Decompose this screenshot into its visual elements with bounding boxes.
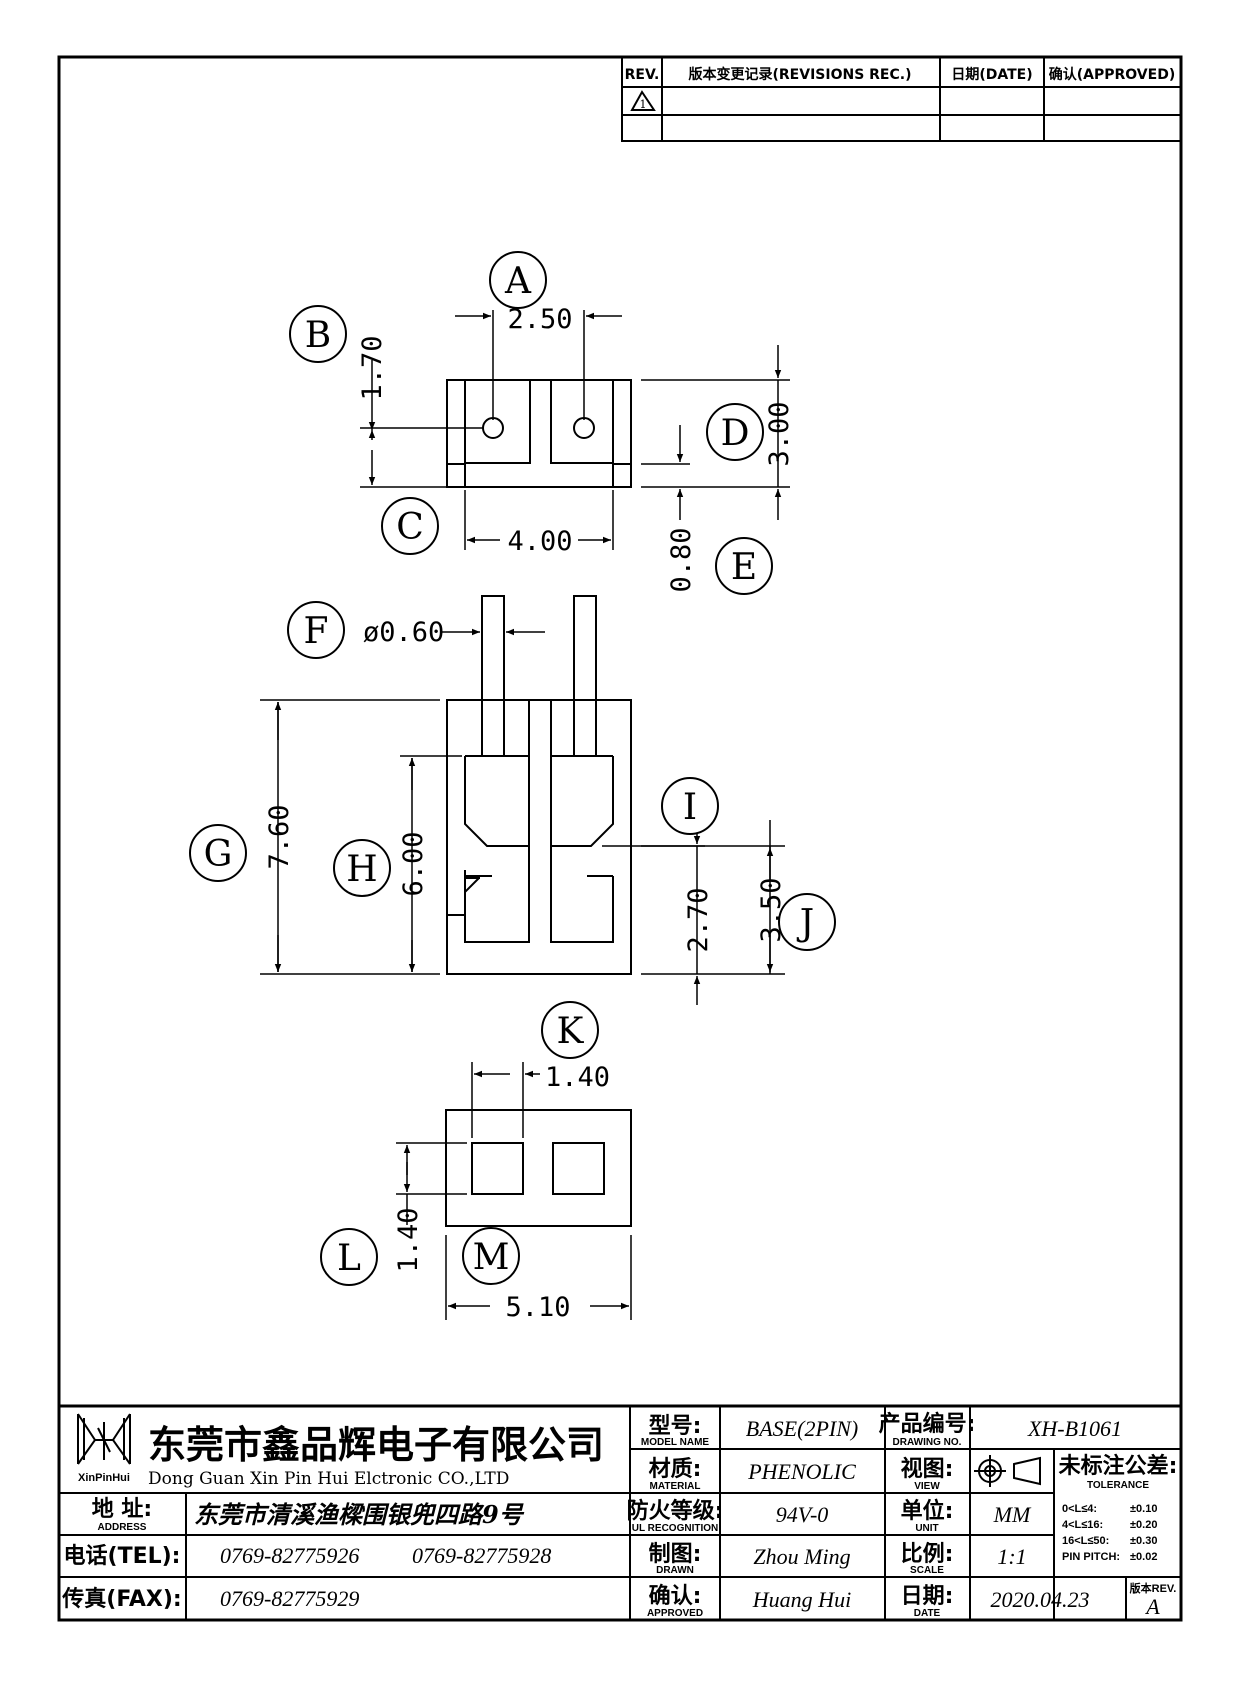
dim-value-A: 2.50 (507, 304, 572, 335)
dim-value-G: 7.60 (264, 804, 295, 869)
tolerance-value-4: ±0.02 (1130, 1551, 1157, 1563)
company-logo (77, 1413, 131, 1465)
balloon-M: M (473, 1237, 510, 1278)
date-header: 日期(DATE) (951, 67, 1032, 83)
model-value: BASE(2PIN) (746, 1416, 858, 1441)
material-label-en: MATERIAL (650, 1481, 701, 1492)
date-value: 2020.04.23 (991, 1587, 1090, 1612)
balloon-F: F (304, 611, 329, 652)
tolerance-label-en: TOLERANCE (1087, 1480, 1149, 1491)
ul-label-en: UL RECOGNITION (632, 1523, 718, 1534)
ul-value: 94V-0 (776, 1502, 829, 1527)
approved-label-en: APPROVED (647, 1608, 703, 1619)
approved-value: Huang Hui (752, 1587, 851, 1612)
drawing-no-value: XH-B1061 (1027, 1416, 1122, 1441)
balloon-G: G (204, 834, 233, 875)
model-label-en: MODEL NAME (641, 1437, 709, 1448)
address-value: 东莞市清溪渔樑围银兜四路9号 (194, 1500, 525, 1529)
material-label: 材质: (649, 1457, 702, 1482)
model-label: 型号: (649, 1414, 702, 1439)
dim-value-E: 0.80 (666, 527, 697, 592)
dim-value-B: 1.70 (357, 335, 388, 400)
balloon-H: H (346, 849, 377, 890)
view-label: 视图: (901, 1456, 954, 1482)
unit-label: 单位: (901, 1498, 954, 1524)
rev-value: A (1144, 1594, 1160, 1619)
company-name-en: Dong Guan Xin Pin Hui Elctronic CO.,LTD (148, 1469, 509, 1489)
dim-value-M: 5.10 (505, 1292, 570, 1323)
logo-caption: XinPinHui (78, 1472, 130, 1484)
drawing-no-label: 产品编号: (879, 1411, 976, 1437)
balloon-K: K (557, 1011, 585, 1052)
balloon-L: L (337, 1238, 361, 1279)
revision-table (621, 56, 1182, 142)
date-label: 日期: (901, 1584, 954, 1609)
view-label-en: VIEW (914, 1481, 940, 1492)
dim-value-H: 6.00 (398, 831, 429, 896)
balloon-D: D (721, 413, 750, 454)
address-label-en: ADDRESS (98, 1522, 147, 1533)
dim-value-F: ø0.60 (363, 617, 444, 648)
svg-text:1: 1 (640, 98, 647, 111)
unit-value: MM (993, 1502, 1032, 1527)
sheet-border (57, 55, 1183, 1622)
title-block-grid (59, 1404, 1181, 1620)
rev-header: REV. (625, 67, 660, 83)
balloon-J: J (796, 903, 814, 944)
balloon-B: B (305, 315, 331, 356)
top-view-dims (360, 310, 790, 550)
drawn-label: 制图: (649, 1542, 702, 1567)
drawn-label-en: DRAWN (656, 1565, 694, 1576)
balloon-I: I (683, 787, 697, 828)
bottom-view (445, 1109, 632, 1227)
dim-value-C: 4.00 (507, 526, 572, 557)
revisions-header: 版本变更记录(REVISIONS REC.) (689, 66, 912, 83)
drawing-no-label-en: DRAWING NO. (893, 1437, 962, 1448)
tolerance-label: 未标注公差: (1059, 1453, 1178, 1479)
unit-label-en: UNIT (915, 1523, 938, 1534)
dim-value-K: 1.40 (545, 1062, 610, 1093)
ul-label: 防火等级: (627, 1498, 724, 1524)
revision-triangle-icon: 1 (630, 90, 656, 111)
third-angle-projection-icon (974, 1455, 1041, 1487)
bottom-view-dims (396, 1062, 632, 1320)
fax-value: 0769-82775929 (220, 1586, 359, 1611)
balloon-C: C (396, 507, 424, 548)
dim-value-I: 2.70 (683, 887, 714, 952)
balloon-E: E (731, 547, 757, 588)
company-name-cn: 东莞市鑫品辉电子有限公司 (148, 1423, 604, 1467)
approved-header: 确认(APPROVED) (1049, 66, 1175, 83)
tolerance-value-2: ±0.20 (1130, 1519, 1157, 1531)
dim-value-D: 3.00 (764, 401, 795, 466)
tel-value-2: 0769-82775928 (412, 1543, 551, 1568)
balloon-A: A (504, 261, 532, 302)
tolerance-value-1: ±0.10 (1130, 1503, 1157, 1515)
scale-value: 1:1 (997, 1544, 1026, 1569)
fax-label: 传真(FAX): (61, 1586, 181, 1612)
drawn-value: Zhou Ming (753, 1544, 850, 1569)
date-label-en: DATE (914, 1608, 941, 1619)
approved-label: 确认: (649, 1583, 702, 1609)
tolerance-range-1: 0<L≤4: (1062, 1503, 1097, 1515)
rev-label: 版本REV. (1130, 1581, 1177, 1595)
tolerance-range-4: PIN PITCH: (1062, 1551, 1120, 1563)
tel-value-1: 0769-82775926 (220, 1543, 359, 1568)
tolerance-range-2: 4<L≤16: (1062, 1519, 1103, 1531)
front-view (446, 595, 632, 975)
material-value: PHENOLIC (747, 1459, 856, 1484)
tolerance-value-3: ±0.30 (1130, 1535, 1157, 1547)
scale-label-en: SCALE (910, 1565, 944, 1576)
scale-label: 比例: (901, 1542, 954, 1567)
tel-label: 电话(TEL): (64, 1544, 181, 1569)
dim-value-L: 1.40 (393, 1207, 424, 1272)
tolerance-range-3: 16<L≤50: (1062, 1535, 1109, 1547)
balloons (189, 251, 836, 1286)
address-label: 地 址: (92, 1497, 152, 1522)
top-view (446, 379, 632, 488)
